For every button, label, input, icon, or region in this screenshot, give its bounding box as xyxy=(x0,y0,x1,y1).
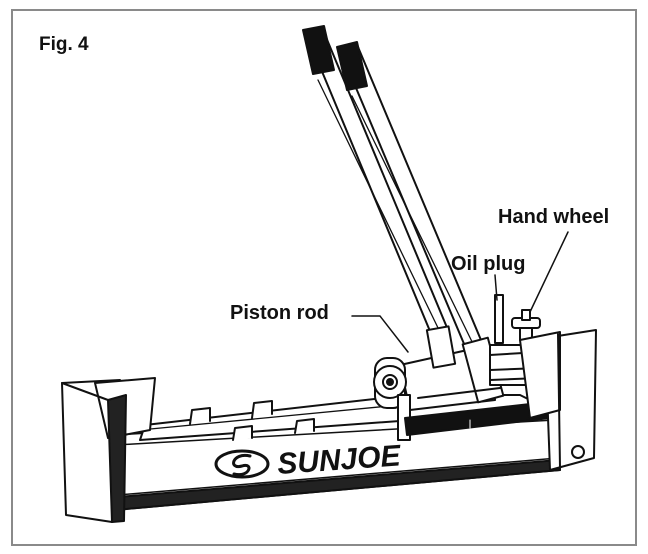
callout-piston-rod: Piston rod xyxy=(230,302,329,324)
end-plate-right xyxy=(519,329,597,471)
callout-leaders xyxy=(351,231,569,353)
callout-hand-wheel: Hand wheel xyxy=(498,206,610,228)
handle-right xyxy=(336,41,487,359)
figure-label: Fig. 4 xyxy=(39,34,89,55)
hand-wheel xyxy=(511,309,541,341)
handle-left xyxy=(302,25,449,337)
sunjoe-logo-mark xyxy=(214,449,270,479)
end-plate-left xyxy=(61,377,156,523)
callout-oil-plug: Oil plug xyxy=(451,253,526,275)
log-support-tabs xyxy=(189,400,315,441)
